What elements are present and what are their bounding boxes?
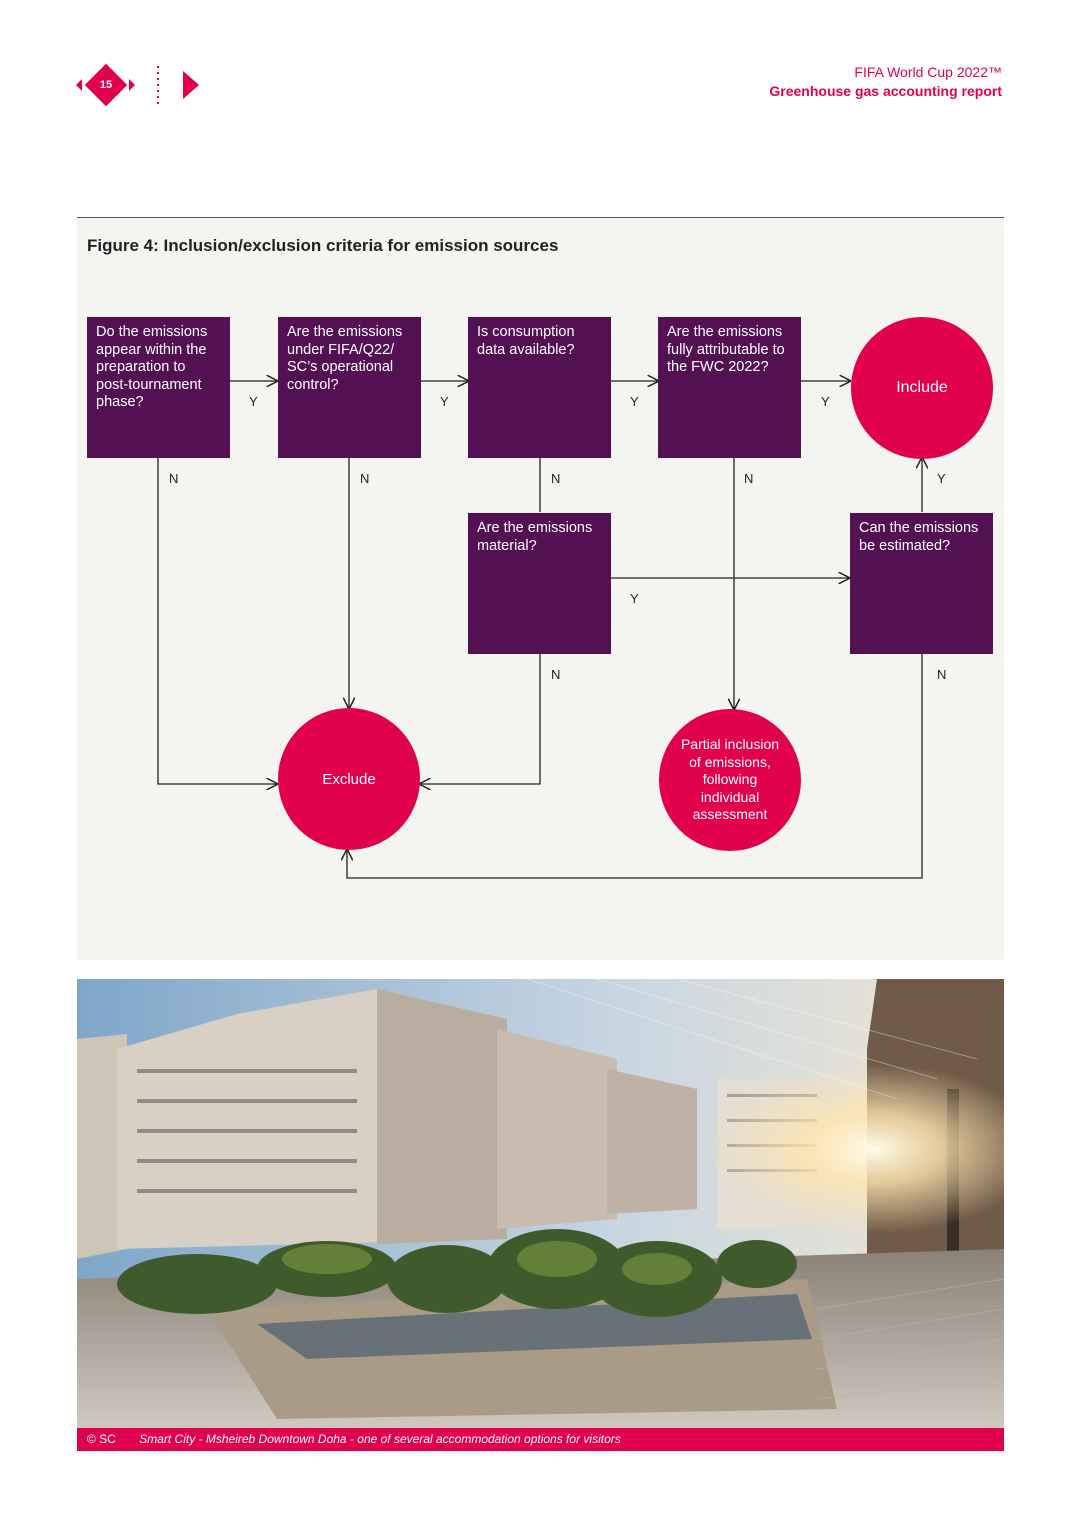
edge-q6-exclude (347, 654, 923, 879)
outcome-include: Include (851, 317, 993, 459)
decision-box-material: Are the emissions material? (468, 513, 611, 654)
page-number: 15 (99, 79, 113, 91)
edge-label-y: Y (630, 591, 639, 606)
photo-credit: © SC (87, 1432, 116, 1446)
outcome-partial: Partial inclusion of emissions, followin… (659, 709, 801, 851)
edge-label-n: N (937, 667, 947, 682)
report-subtitle: Greenhouse gas accounting report (769, 83, 1002, 99)
edge-label-y: Y (630, 394, 639, 409)
document-title: FIFA World Cup 2022™ Greenhouse gas acco… (769, 64, 1002, 99)
figure-title: Figure 4: Inclusion/exclusion criteria f… (87, 236, 559, 255)
edge-label-n: N (551, 667, 561, 682)
edge-label-n: N (169, 471, 179, 486)
msheireb-photo (77, 979, 1004, 1451)
report-title: FIFA World Cup 2022™ (854, 64, 1002, 80)
outcome-exclude: Exclude (278, 708, 420, 850)
edge-label-n: N (360, 471, 370, 486)
next-page-icon[interactable] (183, 71, 199, 99)
edge-label-y: Y (821, 394, 830, 409)
edge-q1-exclude (157, 458, 277, 784)
edge-q5-exclude (420, 654, 541, 784)
edge-label-n: N (551, 471, 561, 486)
edge-label-y: Y (249, 394, 258, 409)
previous-page-icon[interactable] (76, 79, 82, 91)
decision-box-estimated: Can the emissions be estimated? (850, 513, 993, 654)
city-scene-illustration (77, 979, 1004, 1451)
decision-box-control: Are the emissions under FIFA/Q22/ SC’s o… (278, 317, 421, 458)
edge-label-y: Y (937, 471, 946, 486)
figure-panel: Figure 4: Inclusion/exclusion criteria f… (77, 217, 1004, 960)
edge-label-n: N (744, 471, 754, 486)
decision-box-phase: Do the emissions appear within the prepa… (87, 317, 230, 458)
photo-caption-text: Smart City - Msheireb Downtown Doha - on… (139, 1432, 621, 1446)
decision-box-data: Is consumption data available? (468, 317, 611, 458)
photo-caption: © SC Smart City - Msheireb Downtown Doha… (77, 1428, 1004, 1451)
edge-label-y: Y (440, 394, 449, 409)
page-navigation: 15 (74, 62, 214, 108)
next-small-icon[interactable] (129, 79, 135, 91)
dotted-divider (157, 66, 159, 106)
decision-box-attributable: Are the emissions fully attributable to … (658, 317, 801, 458)
flowchart-connectors (157, 218, 1004, 879)
